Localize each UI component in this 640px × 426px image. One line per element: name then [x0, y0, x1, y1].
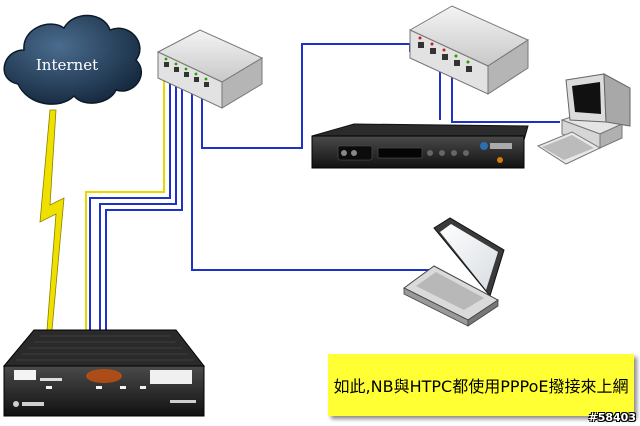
network-switch-left	[156, 29, 264, 109]
network-switch-right	[408, 5, 530, 95]
network-cables	[85, 43, 560, 332]
desktop-computer	[536, 73, 631, 165]
lightning-bolt-icon	[39, 109, 65, 331]
watermark: #58403	[588, 411, 637, 424]
internet-cloud: Internet	[3, 14, 142, 105]
caption-box: 如此,NB與HTPC都使用PPPoE撥接來上網	[328, 354, 634, 416]
htpc-box	[311, 123, 529, 169]
adsl-modem	[2, 329, 206, 417]
laptop	[403, 217, 505, 327]
internet-label: Internet	[36, 56, 98, 74]
caption-text: 如此,NB與HTPC都使用PPPoE撥接來上網	[333, 377, 629, 396]
